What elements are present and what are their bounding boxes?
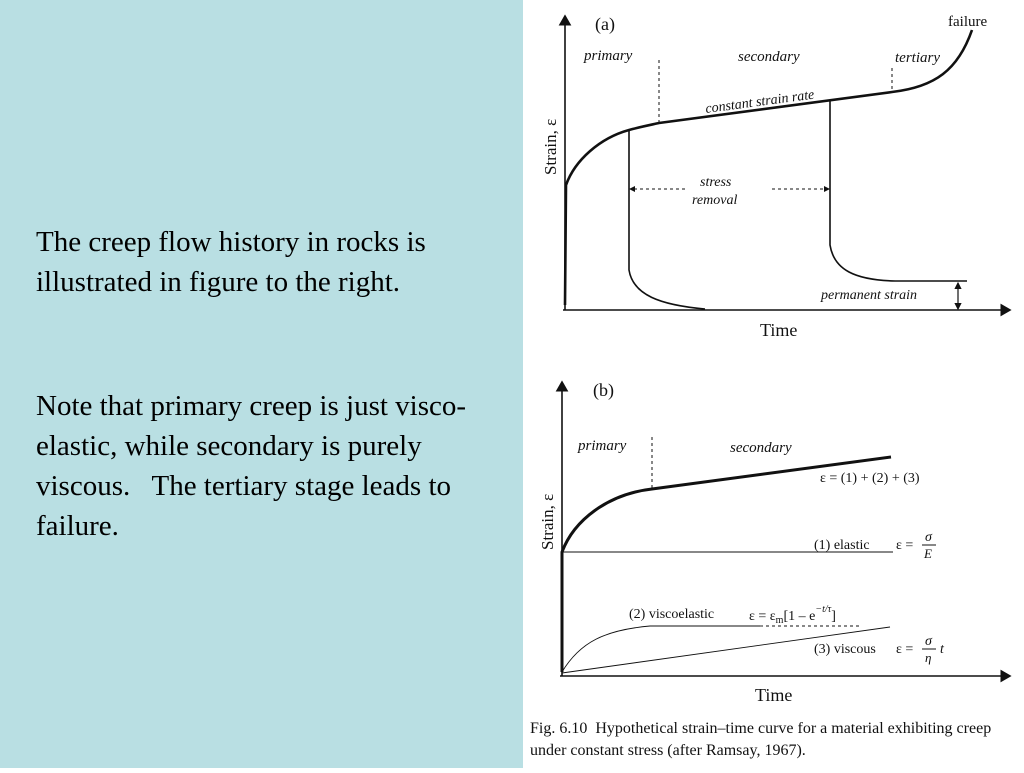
figure-a-stress-removal-label-2: removal [692, 193, 737, 208]
figure-a-stress-removal-label-1: stress [700, 175, 732, 190]
figure-b: (b) Strain, ε Time primary secondary ε =… [538, 380, 1012, 705]
figure-a-panel-label: (a) [595, 14, 615, 35]
figure-b-viscoelastic-close: ] [831, 609, 836, 624]
figure-a-stage-tertiary: tertiary [895, 50, 940, 66]
figure-b-viscous-numerator: σ [925, 634, 933, 649]
figure-b-viscoelastic-sub: m [776, 615, 784, 626]
figure-a-unloading-curve-2 [829, 100, 967, 282]
figure-b-viscous-t: t [940, 642, 945, 657]
figure-b-elastic-numerator: σ [925, 530, 933, 545]
paragraph-creep-stages: Note that primary creep is just visco-el… [36, 390, 467, 542]
figure-b-viscoelastic-exponent: −t/τ [815, 604, 831, 615]
figure-caption-text: Hypothetical strain–time curve for a mat… [530, 720, 992, 759]
figure-a-y-axis-label: Strain, ε [541, 119, 560, 175]
figure-b-viscoelastic-equation: ε = εm[1 – e−t/τ] [749, 604, 836, 626]
figure-a-stage-primary: primary [583, 48, 633, 64]
figure-b-sum-equation: ε = (1) + (2) + (3) [820, 471, 920, 486]
figure-b-elastic-eq-lhs: ε = [896, 538, 913, 553]
creep-diagram: (a) Strain, ε Time primary secondary ter… [538, 14, 1012, 705]
figure-b-viscoelastic-label: (2) viscoelastic [629, 607, 714, 622]
figure-a: (a) Strain, ε Time primary secondary ter… [541, 14, 1012, 340]
figure-b-viscous-denominator: η [925, 650, 931, 665]
figure-panel: (a) Strain, ε Time primary secondary ter… [523, 0, 1024, 768]
paragraph-creep-history: The creep flow history in rocks is illus… [36, 226, 434, 298]
figure-a-failure-label: failure [948, 14, 987, 30]
figure-b-elastic-label: (1) elastic [814, 538, 870, 553]
figure-a-creep-curve [563, 29, 974, 306]
text-panel: The creep flow history in rocks is illus… [0, 0, 523, 768]
figure-b-x-axis-label: Time [755, 685, 792, 705]
figure-b-stage-primary: primary [577, 438, 627, 454]
figure-b-viscoelastic-bracket: [1 – e [783, 609, 815, 624]
figure-a-x-axis-label: Time [760, 320, 797, 340]
figure-b-viscous-line [561, 626, 891, 674]
figure-b-elastic-denominator: E [923, 546, 932, 561]
figure-b-viscoelastic-curve [561, 625, 760, 673]
figure-b-viscous-label: (3) viscous [814, 642, 876, 657]
figure-a-unloading-curve-1 [628, 131, 706, 310]
figure-b-viscoelastic-eq-lhs: ε = ε [749, 609, 776, 624]
figure-b-panel-label: (b) [593, 380, 614, 401]
figure-a-permanent-strain-label: permanent strain [820, 288, 917, 303]
figure-b-stage-secondary: secondary [730, 440, 792, 456]
figure-caption: Fig. 6.10 Hypothetical strain–time curve… [530, 718, 1020, 762]
figure-caption-number: Fig. 6.10 [530, 720, 588, 737]
figure-b-viscous-eq-lhs: ε = [896, 642, 913, 657]
figure-b-total-strain-curve [560, 455, 892, 672]
figure-a-stage-secondary: secondary [738, 49, 800, 65]
figure-b-y-axis-label: Strain, ε [538, 494, 557, 550]
figure-a-constant-rate-label: constant strain rate [705, 88, 816, 117]
